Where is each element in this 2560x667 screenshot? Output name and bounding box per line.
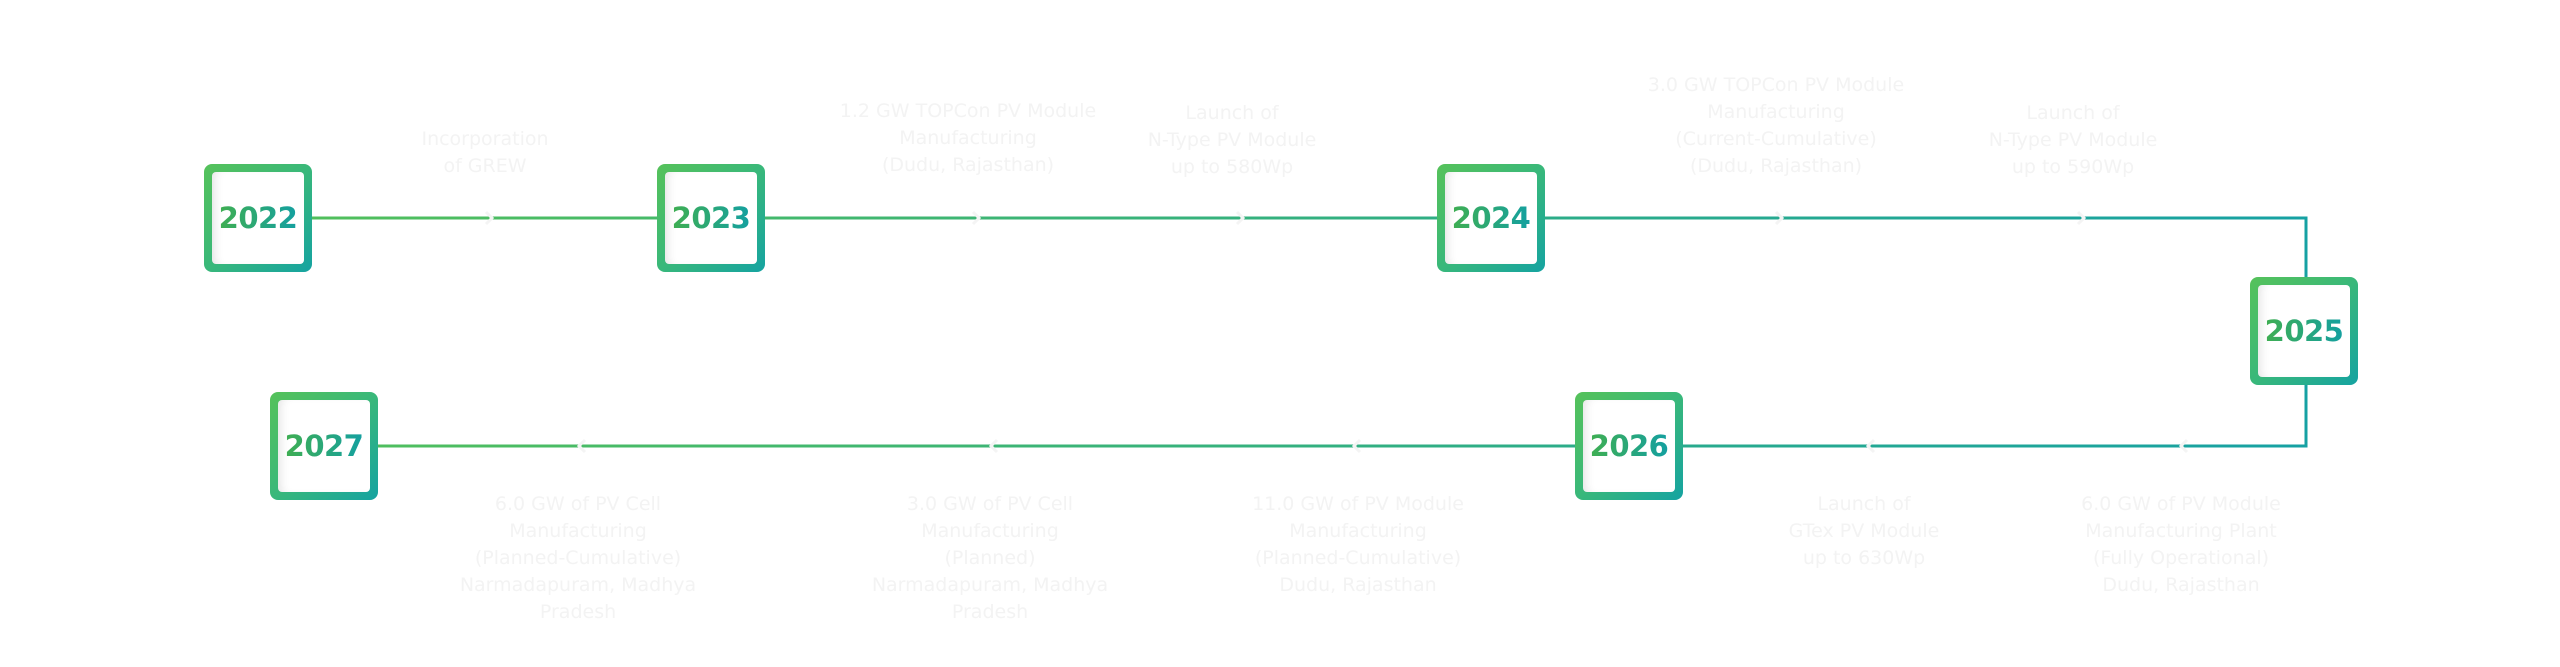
year-label: 2024 [1451,201,1531,235]
chevron-marker [971,210,982,226]
chevron-marker [1865,438,1876,454]
event-label: Launch of N-Type PV Module up to 580Wp [1147,102,1317,178]
event-label: Launch of GTex PV Module up to 630Wp [1788,493,1940,569]
year-box-inner: 2025 [2258,285,2350,377]
year-box-inner: 2022 [212,172,304,264]
event-label: 3.0 GW of PV Cell Manufacturing (Planned… [871,493,1109,623]
year-box-inner: 2026 [1583,400,1675,492]
year-box-2024: 2024 [1437,164,1545,272]
year-label: 2022 [218,201,298,235]
top-path [260,216,2308,448]
chevron-marker [1351,438,1362,454]
event-label: Launch of N-Type PV Module up to 590Wp [1988,102,2158,178]
year-box-2027: 2027 [270,392,378,500]
year-label: 2027 [284,429,364,463]
event-label: 6.0 GW of PV Module Manufacturing Plant … [2081,493,2281,596]
event-label: 11.0 GW of PV Module Manufacturing (Plan… [1252,493,1464,596]
year-box-inner: 2023 [665,172,757,264]
chevron-marker [988,438,999,454]
year-box-2025: 2025 [2250,277,2358,385]
chevron-marker [2076,210,2087,226]
year-label: 2023 [671,201,751,235]
year-box-2022: 2022 [204,164,312,272]
year-box-inner: 2024 [1445,172,1537,264]
event-label: 6.0 GW of PV Cell Manufacturing (Planned… [459,493,697,623]
chevron-marker [1774,210,1785,226]
year-label: 2025 [2264,314,2344,348]
event-label: 3.0 GW TOPCon PV Module Manufacturing (C… [1647,74,1905,177]
year-box-inner: 2027 [278,400,370,492]
chevron-marker [484,210,495,226]
year-label: 2026 [1589,429,1669,463]
chevron-marker [576,438,587,454]
year-box-2023: 2023 [657,164,765,272]
chevron-marker [1235,210,1246,226]
event-label: Incorporation of GREW [421,128,549,177]
event-label: 1.2 GW TOPCon PV Module Manufacturing (D… [839,100,1097,176]
year-box-2026: 2026 [1575,392,1683,500]
chevron-marker [2178,438,2189,454]
